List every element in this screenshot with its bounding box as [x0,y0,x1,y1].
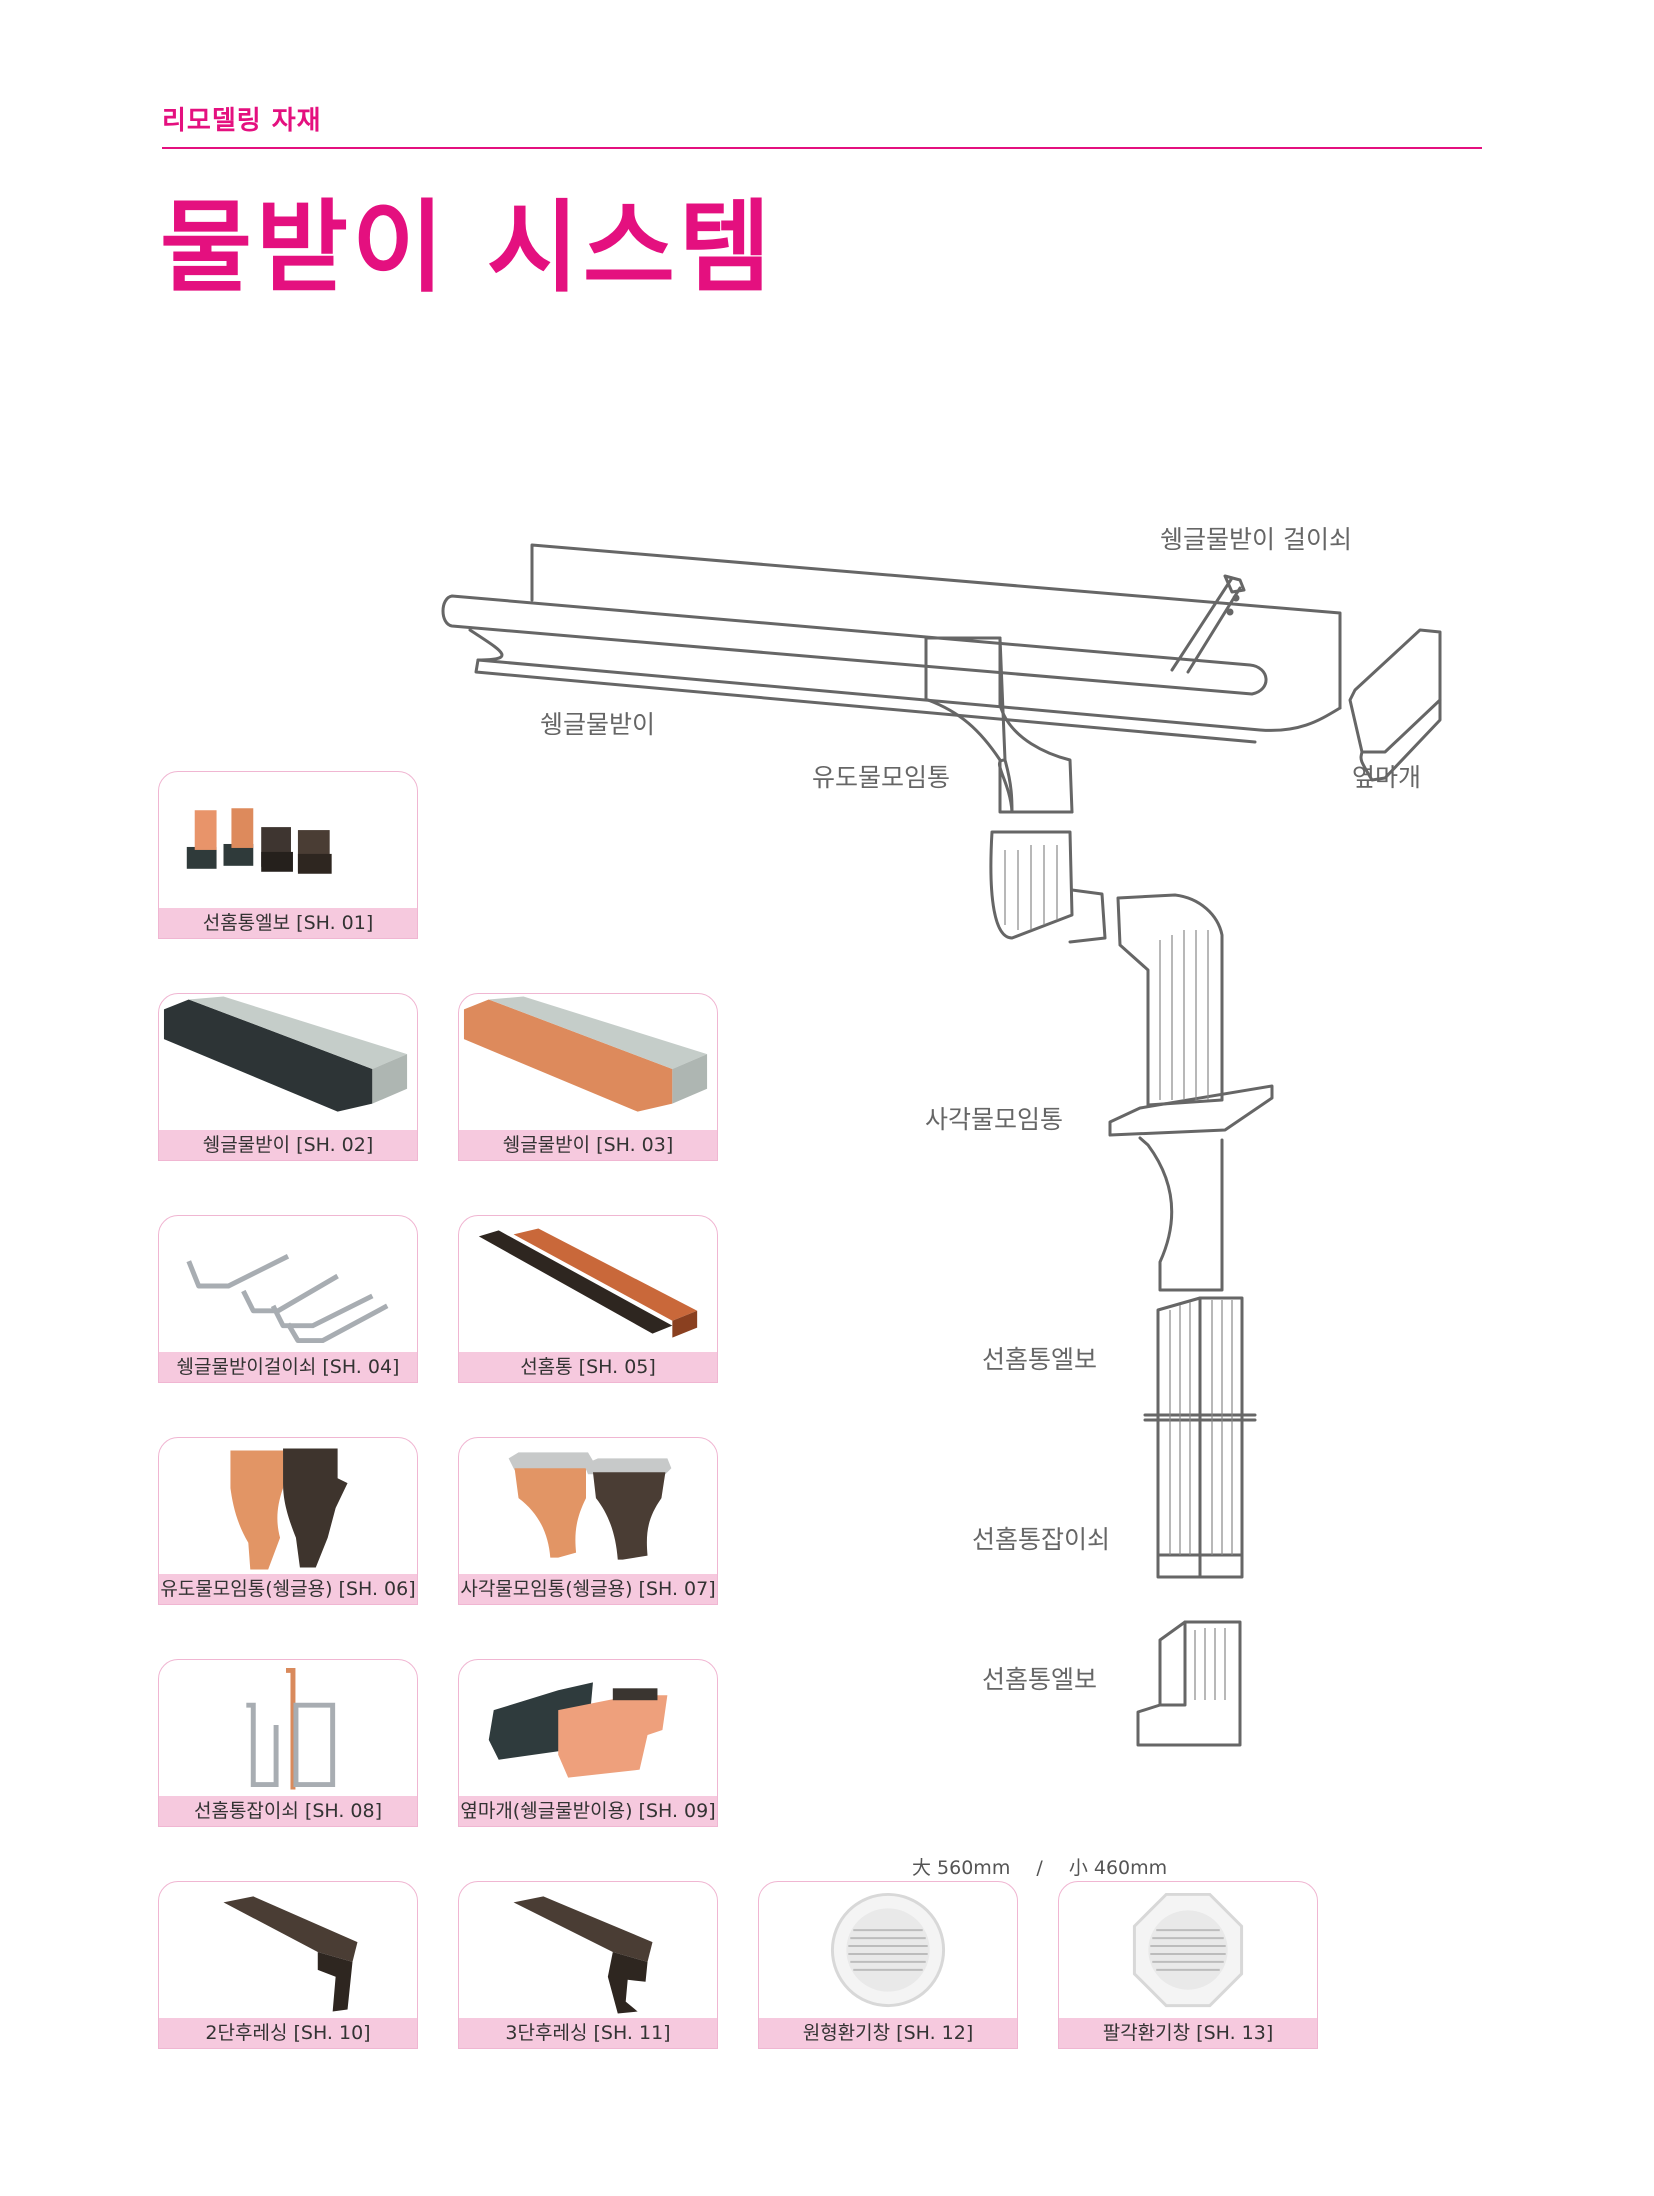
section-label: 리모델링 자재 [162,106,322,136]
label-bracket: 선홈통잡이쇠 [972,1525,1111,1554]
product-caption: 2단후레싱 [SH. 10] [159,2018,417,2048]
octagon-vent-icon [1132,1892,1244,2008]
product-card: 원형환기창 [SH. 12] [758,1881,1018,2049]
flashing-3-icon [513,1896,653,2014]
downspout-pipe-icon [478,1228,698,1338]
product-caption: 팔각환기창 [SH. 13] [1059,2018,1317,2048]
product-card: 사각물모임통(쉥글용) [SH. 07] [458,1437,718,1605]
top-rule [162,147,1482,149]
product-card: 팔각환기창 [SH. 13] [1058,1881,1318,2049]
product-caption: 3단후레싱 [SH. 11] [459,2018,717,2048]
product-caption: 선홈통엘보 [SH. 01] [159,908,417,938]
product-caption: 쉥글물받이 [SH. 03] [459,1130,717,1160]
product-card: 쉥글물받이걸이쇠 [SH. 04] [158,1215,418,1383]
label-square-box: 사각물모임통 [925,1105,1064,1134]
gutter-dark-icon [163,996,408,1112]
hanger-bracket-icon [186,1254,389,1344]
product-caption: 옆마개(쉥글물받이용) [SH. 09] [459,1796,717,1826]
product-caption: 쉥글물받이 [SH. 02] [159,1130,417,1160]
leader-box-icon [230,1448,348,1570]
flashing-2-icon [223,1896,358,2012]
round-vent-icon [830,1892,946,2008]
vent-size-note: 大 560mm / 小 460mm [912,1853,1187,1880]
label-hanger: 쉥글물받이 걸이쇠 [1160,525,1352,554]
pipe-bracket-icon [246,1667,336,1790]
product-card: 쉥글물받이 [SH. 03] [458,993,718,1161]
product-card: 쉥글물받이 [SH. 02] [158,993,418,1161]
elbow-pieces-icon [186,808,332,874]
size-small: 小 460mm [1068,1857,1168,1879]
product-card: 유도물모임통(쉥글용) [SH. 06] [158,1437,418,1605]
product-caption: 사각물모임통(쉥글용) [SH. 07] [459,1574,717,1604]
end-cap-icon [488,1682,668,1778]
product-card: 2단후레싱 [SH. 10] [158,1881,418,2049]
label-end-cap: 옆마개 [1352,763,1422,792]
product-caption: 원형환기창 [SH. 12] [759,2018,1017,2048]
product-caption: 쉥글물받이걸이쇠 [SH. 04] [159,1352,417,1382]
product-card: 3단후레싱 [SH. 11] [458,1881,718,2049]
label-leader-box: 유도물모임통 [812,763,951,792]
product-card: 선홈통 [SH. 05] [458,1215,718,1383]
product-caption: 유도물모임통(쉥글용) [SH. 06] [159,1574,417,1604]
product-caption: 선홈통잡이쇠 [SH. 08] [159,1796,417,1826]
page-title: 물받이 시스템 [160,189,775,306]
label-elbow-lower: 선홈통엘보 [982,1665,1098,1694]
product-card: 선홈통엘보 [SH. 01] [158,771,418,939]
label-elbow-upper: 선홈통엘보 [982,1345,1098,1374]
size-large: 大 560mm [912,1857,1011,1879]
product-card: 선홈통잡이쇠 [SH. 08] [158,1659,418,1827]
product-caption: 선홈통 [SH. 05] [459,1352,717,1382]
size-separator: / [1036,1857,1043,1879]
gutter-orange-icon [463,996,708,1112]
square-box-icon [508,1452,672,1560]
label-gutter: 쉥글물받이 [540,710,656,739]
product-card: 옆마개(쉥글물받이용) [SH. 09] [458,1659,718,1827]
